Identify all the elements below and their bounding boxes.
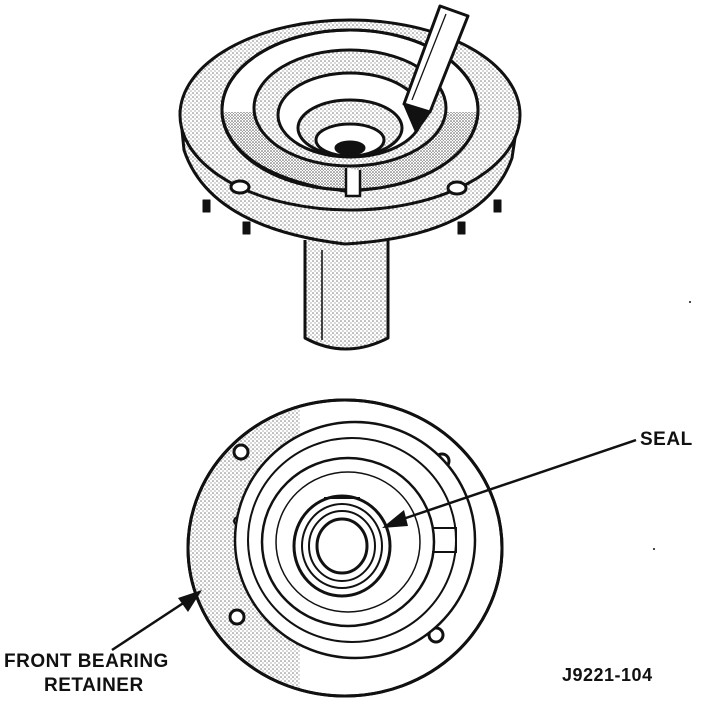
bolt-hole-right <box>446 180 468 196</box>
seal-removal-tool <box>402 4 470 133</box>
seal <box>292 494 392 598</box>
figure-id-label: J9221-104 <box>562 665 653 685</box>
bolt-hole-left <box>229 179 251 195</box>
bolt-hole-top-left <box>232 443 250 461</box>
top-retainer-illustration <box>178 4 522 351</box>
ring-notch <box>344 168 362 198</box>
bolt-stud-3 <box>457 221 466 235</box>
bolt-hole-bottom-left <box>228 608 246 626</box>
retainer-shaft <box>303 240 390 351</box>
speck-2 <box>689 301 691 303</box>
bolt-stud-4 <box>493 199 502 213</box>
bottom-retainer-illustration <box>186 301 691 698</box>
speck-1 <box>653 548 655 550</box>
seal-label: SEAL <box>640 429 693 450</box>
bore-ring-4 <box>314 122 386 158</box>
front-bearing-retainer-label-line1: FRONT BEARING <box>4 651 169 672</box>
bolt-stud-2 <box>242 221 251 235</box>
seal-leader <box>382 438 637 528</box>
bore-center <box>334 140 366 156</box>
front-bearing-retainer-leader <box>111 590 202 652</box>
bore-recess-notch <box>432 527 457 553</box>
bolt-stud-1 <box>202 199 211 213</box>
front-bearing-retainer-label-line2: RETAINER <box>44 675 144 696</box>
